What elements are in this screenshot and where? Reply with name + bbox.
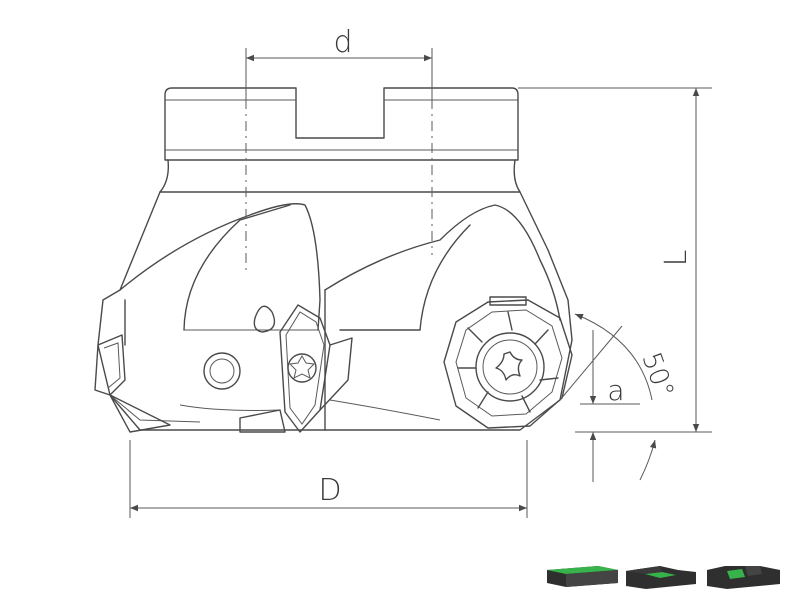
dim-L-label: L — [659, 250, 694, 267]
insert-shape-notch-icon — [707, 566, 780, 589]
dimension-d: d — [245, 25, 433, 100]
cutter-body — [97, 87, 573, 431]
insert-shape-flat-icon — [547, 566, 618, 587]
dim-D-label: D — [318, 473, 341, 508]
center-insert — [239, 304, 353, 433]
dim-a-label: a — [607, 374, 624, 407]
round-insert — [443, 296, 573, 429]
dim-d-label: d — [333, 25, 352, 60]
dimension-a: a — [580, 330, 640, 482]
dimension-D: D — [129, 440, 528, 518]
insert-shape-step-icon — [626, 566, 696, 589]
left-insert — [94, 334, 171, 433]
dimension-L: L — [518, 87, 712, 433]
dim-angle-label: 50° — [636, 348, 680, 402]
